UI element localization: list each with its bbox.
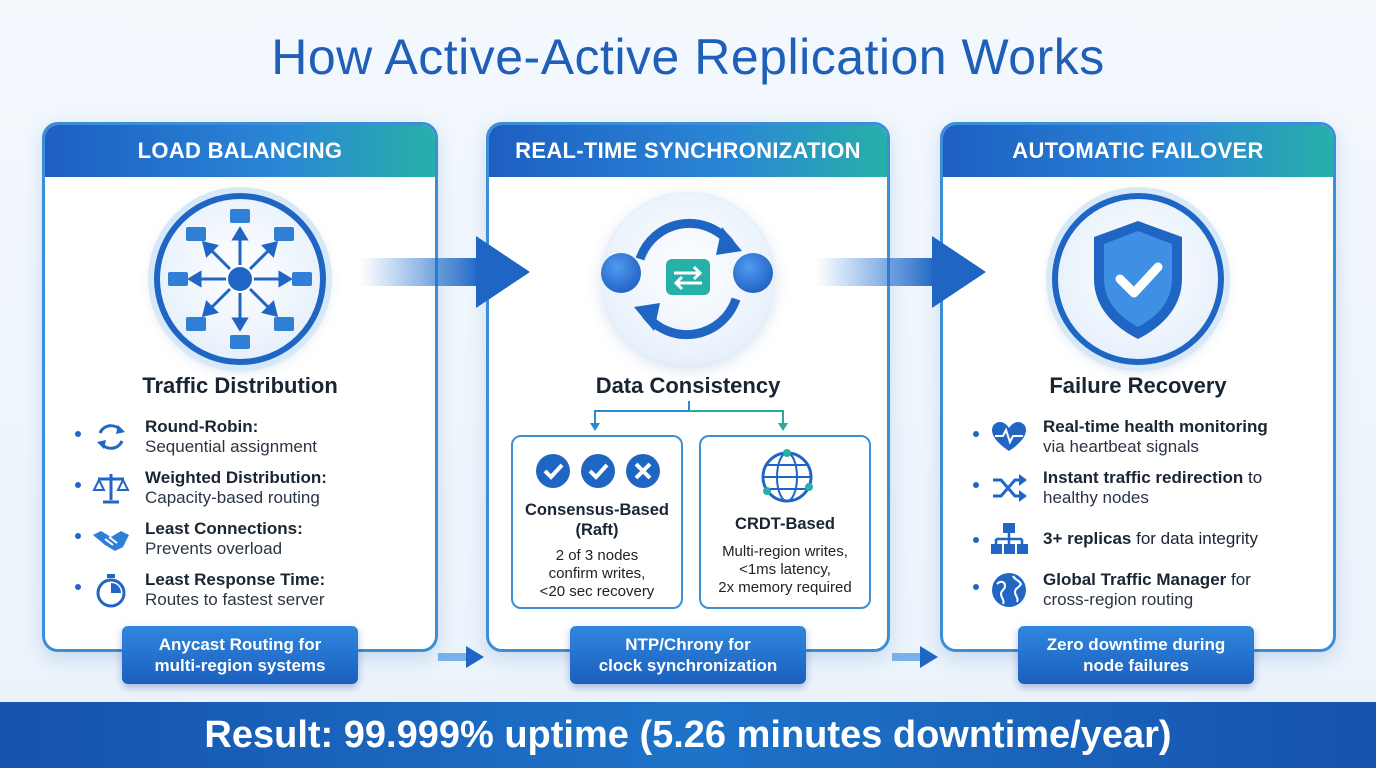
panel-header: AUTOMATIC FAILOVER xyxy=(943,125,1333,177)
panel-header: LOAD BALANCING xyxy=(45,125,435,177)
hierarchy-icon xyxy=(991,523,1028,554)
feature-item: Global Traffic Manager for cross-region … xyxy=(973,570,1313,614)
feature-item: Round-Robin: Sequential assignment xyxy=(75,417,415,461)
shield-check-icon xyxy=(1052,193,1224,365)
feature-item: 3+ replicas for data integrity xyxy=(973,519,1313,563)
stopwatch-icon xyxy=(96,574,126,608)
panel-subtitle: Data Consistency xyxy=(595,373,781,398)
balance-scale-icon xyxy=(92,474,130,504)
flow-arrow-right-icon xyxy=(360,236,530,308)
anycast-routing-badge: Anycast Routing for multi-region systems xyxy=(122,626,358,684)
panel-header: REAL-TIME SYNCHRONIZATION xyxy=(489,125,887,177)
feature-item: Least Response Time: Routes to fastest s… xyxy=(75,570,415,614)
flow-arrow-right-icon xyxy=(816,236,986,308)
small-arrow-right-icon xyxy=(892,646,938,668)
check-check-cross-icon xyxy=(536,454,660,488)
feature-item: Least Connections: Prevents overload xyxy=(75,519,415,563)
globe-network-icon xyxy=(761,449,813,503)
globe-icon xyxy=(992,573,1026,607)
load-balancer-hub-icon xyxy=(154,193,326,365)
node-right-icon xyxy=(733,253,773,293)
automatic-failover-panel: AUTOMATIC FAILOVER Failure Recovery Real… xyxy=(940,122,1336,652)
handshake-icon xyxy=(93,531,129,551)
node-left-icon xyxy=(601,253,641,293)
feature-item: Weighted Distribution: Capacity-based ro… xyxy=(75,468,415,512)
page-title: How Active-Active Replication Works xyxy=(271,29,1105,85)
consensus-card: Consensus-Based (Raft) 2 of 3 nodes conf… xyxy=(511,435,683,609)
split-connector xyxy=(590,401,788,431)
real-time-sync-panel: REAL-TIME SYNCHRONIZATION Data Consisten… xyxy=(486,122,890,652)
load-balancing-panel: LOAD BALANCING xyxy=(42,122,438,652)
panel-subtitle: Failure Recovery xyxy=(1049,373,1227,398)
small-arrow-right-icon xyxy=(438,646,484,668)
ntp-chrony-badge: NTP/Chrony for clock synchronization xyxy=(570,626,806,684)
panel-subtitle: Traffic Distribution xyxy=(142,373,338,398)
shuffle-icon xyxy=(993,474,1027,502)
feature-item: Instant traffic redirection to healthy n… xyxy=(973,468,1313,512)
result-banner: Result: 99.999% uptime (5.26 minutes dow… xyxy=(0,702,1376,768)
heart-pulse-icon xyxy=(992,422,1026,451)
crdt-card: CRDT-Based Multi-region writes, <1ms lat… xyxy=(699,435,871,609)
feature-item: Real-time health monitoring via heartbea… xyxy=(973,417,1313,461)
cycle-arrows-icon xyxy=(97,424,125,450)
zero-downtime-badge: Zero downtime during node failures xyxy=(1018,626,1254,684)
